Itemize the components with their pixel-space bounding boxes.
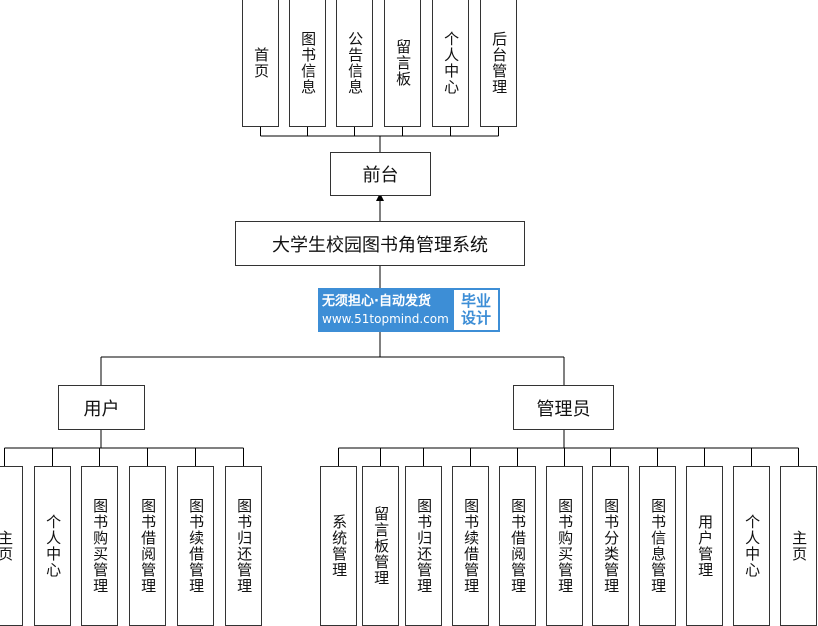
user-module-label: 图书购买管理 [91, 498, 110, 594]
front-module-label: 公告信息 [346, 30, 365, 95]
admin-module-label: 图书信息管理 [649, 498, 668, 594]
front-module-box: 留言板 [384, 0, 421, 127]
front-module-label: 首页 [252, 46, 271, 79]
user-label: 用户 [83, 398, 120, 420]
watermark-left: 无须担心·自动发货 www.51topmind.com [318, 288, 452, 332]
watermark-badge-line1: 毕业 [460, 292, 491, 310]
front-module-box: 后台管理 [480, 0, 517, 127]
user-module-label: 主页 [0, 530, 15, 562]
user-module-label: 图书续借管理 [187, 498, 206, 594]
watermark-url: www.51topmind.com [322, 312, 449, 326]
admin-module-box: 图书购买管理 [546, 466, 583, 626]
user-module-box: 图书借阅管理 [129, 466, 166, 626]
front-module-box: 个人中心 [432, 0, 469, 127]
front-node: 前台 [330, 152, 431, 196]
admin-module-label: 系统管理 [330, 514, 349, 578]
admin-module-box: 用户管理 [686, 466, 723, 626]
user-module-box: 个人中心 [34, 466, 71, 626]
system-title: 大学生校园图书角管理系统 [272, 234, 488, 256]
user-module-label: 图书借阅管理 [139, 498, 158, 594]
user-node: 用户 [58, 385, 145, 430]
user-module-box: 主页 [0, 466, 23, 626]
front-module-box: 公告信息 [336, 0, 373, 127]
user-module-box: 图书购买管理 [81, 466, 118, 626]
front-module-label: 个人中心 [442, 30, 461, 95]
admin-label: 管理员 [536, 398, 591, 420]
admin-module-box: 系统管理 [320, 466, 357, 626]
admin-module-box: 图书借阅管理 [499, 466, 536, 626]
admin-module-label: 图书购买管理 [556, 498, 575, 594]
user-module-box: 图书归还管理 [225, 466, 262, 626]
admin-module-label: 个人中心 [743, 514, 762, 578]
user-module-box: 图书续借管理 [177, 466, 214, 626]
watermark-slogan: 无须担心·自动发货 [322, 294, 431, 309]
front-module-box: 首页 [242, 0, 279, 127]
watermark-badge-line2: 设计 [460, 309, 491, 327]
watermark-right: 毕业 设计 [452, 288, 500, 332]
admin-module-label: 留言板管理 [372, 506, 391, 586]
admin-module-box: 图书归还管理 [405, 466, 442, 626]
admin-module-box: 个人中心 [733, 466, 770, 626]
system-title-node: 大学生校园图书角管理系统 [235, 221, 525, 266]
admin-module-label: 图书续借管理 [462, 498, 481, 594]
admin-module-label: 图书借阅管理 [509, 498, 528, 594]
admin-module-label: 图书分类管理 [602, 498, 621, 594]
watermark-badge: 无须担心·自动发货 www.51topmind.com 毕业 设计 [318, 288, 500, 332]
admin-module-box: 图书分类管理 [592, 466, 629, 626]
admin-module-label: 主页 [790, 530, 809, 562]
front-module-label: 留言板 [394, 38, 413, 87]
admin-module-box: 图书信息管理 [639, 466, 676, 626]
front-label: 前台 [362, 165, 399, 186]
admin-module-box: 主页 [780, 466, 817, 626]
admin-node: 管理员 [513, 385, 614, 430]
admin-module-box: 图书续借管理 [452, 466, 489, 626]
user-module-label: 个人中心 [44, 514, 63, 578]
front-module-label: 后台管理 [490, 30, 509, 95]
front-module-box: 图书信息 [289, 0, 326, 127]
admin-module-label: 用户管理 [696, 514, 715, 578]
admin-module-box: 留言板管理 [362, 466, 399, 626]
user-module-label: 图书归还管理 [235, 498, 254, 594]
front-module-label: 图书信息 [299, 30, 318, 95]
admin-module-label: 图书归还管理 [415, 498, 434, 594]
